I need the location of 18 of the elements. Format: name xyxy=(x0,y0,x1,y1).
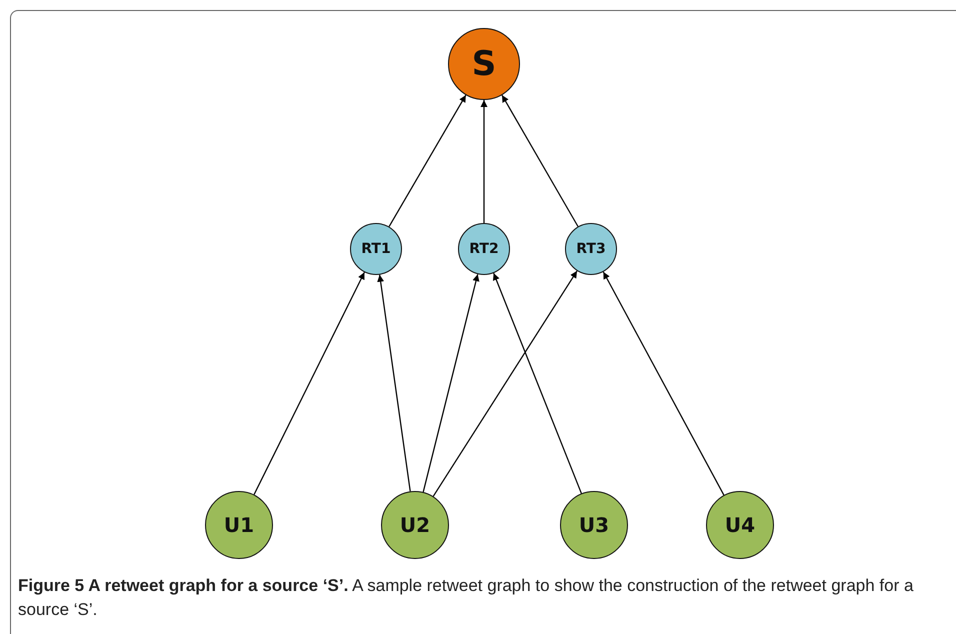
arrow xyxy=(377,274,411,492)
user-node: U3 xyxy=(560,491,628,559)
retweet-node: RT1 xyxy=(350,223,402,275)
arrow xyxy=(602,272,724,496)
arrow xyxy=(432,270,578,497)
retweet-node: RT2 xyxy=(458,223,510,275)
user-node: U1 xyxy=(205,491,273,559)
retweet-node: RT3 xyxy=(565,223,617,275)
arrow xyxy=(492,272,582,494)
user-node: U2 xyxy=(381,491,449,559)
arrow xyxy=(480,100,488,223)
arrow xyxy=(388,94,466,227)
arrow xyxy=(254,272,365,495)
arrow xyxy=(502,94,578,227)
source-node: S xyxy=(448,28,520,100)
user-node: U4 xyxy=(706,491,774,559)
arrow xyxy=(422,274,480,492)
figure-caption: Figure 5 A retweet graph for a source ‘S’. A sample retweet graph to show the construction of the retweet graph for a source ‘S’. xyxy=(18,575,914,621)
